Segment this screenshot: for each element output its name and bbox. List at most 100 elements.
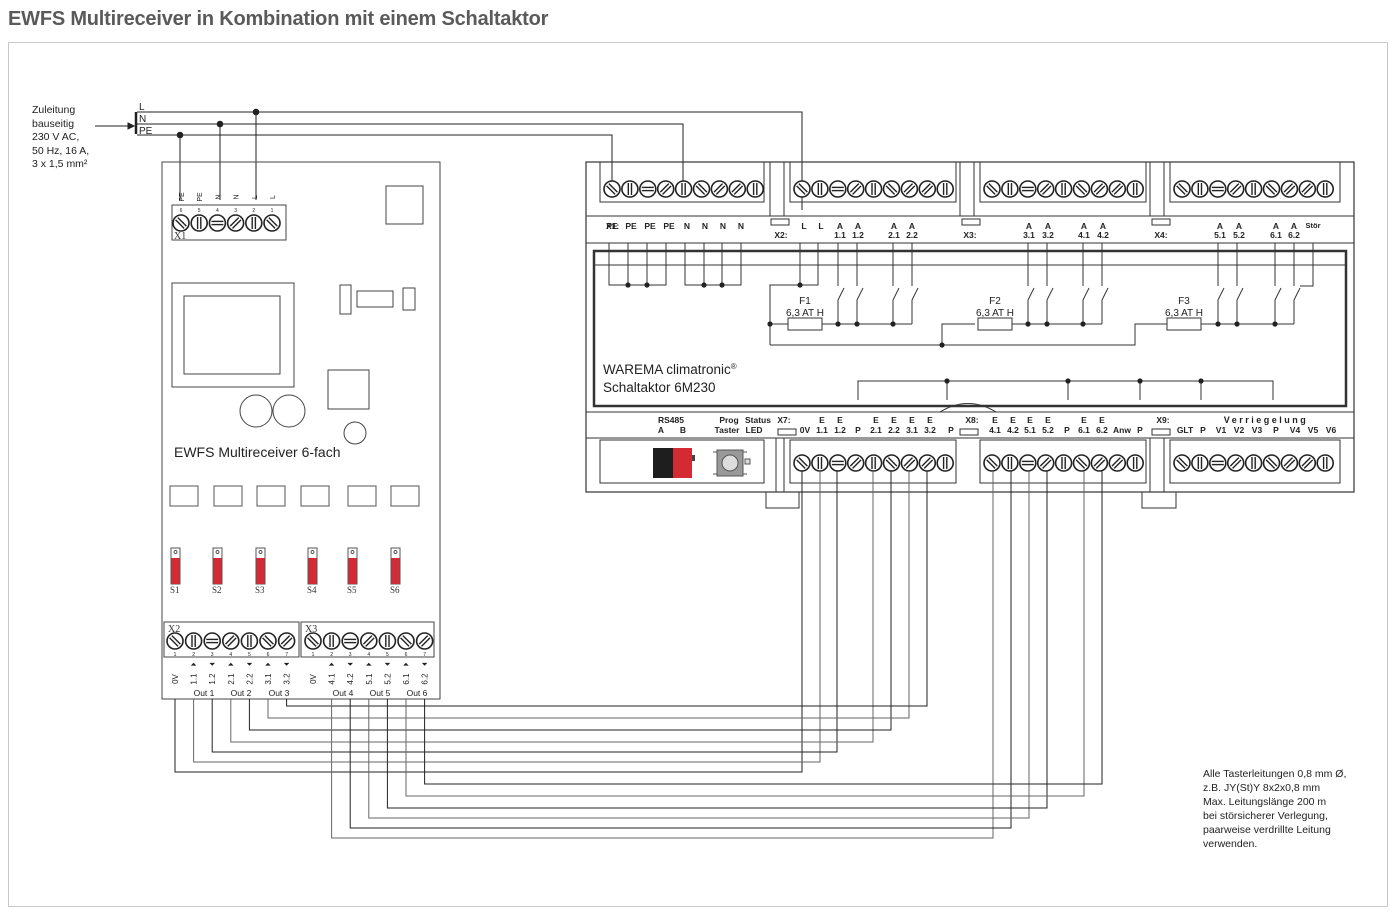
terminal-screw-icon [936,180,955,198]
actuator-top-terminals [603,180,1334,198]
pushbutton-wire [368,471,1030,819]
terminal-label: 0V [800,425,811,435]
terminal-label: 5.1 [1214,230,1226,240]
dip-switch-s5[interactable]: S5 [347,547,358,595]
output-label: Out 4 [333,688,354,698]
terminal-label: X9: [1156,415,1169,425]
terminal-number: 5 [248,652,251,658]
terminal-label: X4: [1154,230,1167,240]
up-arrow-icon: ⏶ [403,660,410,669]
terminal-screw-icon [166,632,184,650]
dip-switch-s1[interactable]: S1 [170,547,181,595]
receiver-x1-terminal-block [172,214,281,232]
terminal-screw-icon [692,180,711,198]
terminal-label: PE [663,221,675,231]
pushbutton-wire [349,471,1012,829]
receiver-output-terminals [166,632,434,650]
actuator-bottom-terminals [793,454,1334,472]
terminal-label: Taster [715,425,741,435]
actuator-name-line1: WAREMA climatronic® [603,362,737,377]
terminal-label: 0V [309,673,318,683]
terminal-number: 6 [267,652,270,658]
terminal-screw-icon [322,632,341,650]
switch-label: S5 [347,585,357,595]
terminal-screw-icon [341,632,360,650]
terminal-label: B [680,425,686,435]
terminal-label: 5.1 [1024,425,1036,435]
indicator-box [300,485,330,507]
terminal-screw-icon [1072,180,1091,198]
actuator-name-line2: Schaltaktor 6M230 [603,380,716,395]
terminal-number: 2 [192,652,195,658]
terminal-label: V1 [1216,425,1227,435]
fuse-f1-rating: 6,3 AT H [786,308,824,319]
terminal-label: 4.2 [346,673,355,685]
up-arrow-icon: ⏶ [190,660,197,669]
dip-switch-s4[interactable]: S4 [307,547,318,595]
terminal-screw-icon [259,632,277,650]
output-label: Out 3 [269,688,290,698]
terminal-screw-icon [1316,454,1334,472]
terminal-number: 1 [271,208,274,214]
terminal-screw-icon [1280,454,1299,472]
terminal-number: 7 [423,652,426,658]
terminal-label: 5.1 [365,673,374,685]
terminal-label: A [1026,221,1032,231]
terminal-label: 6.1 [402,673,411,685]
terminal-label: P [1137,425,1143,435]
terminal-label: E [837,415,843,425]
terminal-screw-icon [1090,180,1109,198]
pushbutton-wire [230,471,874,743]
terminal-screw-icon [793,180,811,198]
junction-dots [625,282,1278,384]
terminal-label: X1: [606,221,619,231]
dip-switch-s2[interactable]: S2 [212,547,223,595]
terminal-label: 4.1 [1078,230,1090,240]
terminal-label: L [252,195,259,199]
terminal-label: 2.1 [227,673,236,685]
down-arrow-icon: ⏷ [245,660,252,669]
prog-button[interactable] [713,449,751,477]
diagram-title: EWFS Multireceiver in Kombination mit ei… [8,8,549,30]
indicator-box [213,485,243,507]
terminal-label: P [1064,425,1070,435]
terminal-number: 6 [180,208,183,214]
terminal-screw-icon [793,454,811,472]
dip-switch-s6[interactable]: S6 [390,547,401,595]
pushbutton-wire [405,471,1085,797]
terminal-screw-icon [900,180,919,198]
terminal-label: 3.1 [906,425,918,435]
terminal-screw-icon [1090,454,1109,472]
terminal-label: P [855,425,861,435]
terminal-label: 3.2 [1042,230,1054,240]
terminal-screw-icon [1126,180,1144,198]
terminal-screw-icon [1262,180,1281,198]
terminal-label: 2.2 [245,673,254,685]
terminal-screw-icon [1244,180,1263,198]
terminal-screw-icon [846,454,865,472]
fuse-f3-rating: 6,3 AT H [1165,308,1203,319]
terminal-screw-icon [710,180,729,198]
up-arrow-icon: ⏶ [228,660,235,669]
terminal-label: Prog [719,415,738,425]
terminal-screw-icon [1191,454,1209,472]
supply-line: Zuleitung [32,104,76,116]
pushbutton-wire [193,471,821,763]
supply-line: 230 V AC, [32,131,80,143]
terminal-label: 1.1 [816,425,828,435]
receiver-name: EWFS Multireceiver 6-fach [174,444,340,460]
terminal-screw-icon [983,180,1001,198]
fuse-f3-name: F3 [1178,296,1190,307]
terminal-label: 3.1 [1023,230,1035,240]
terminal-label: A [1217,221,1223,231]
terminal-screw-icon [1019,454,1037,472]
terminal-label: N [702,221,708,231]
terminal-label: 3.1 [264,673,273,685]
terminal-label: GLT [1177,425,1194,435]
supply-bus [95,108,803,210]
terminal-label: LED [746,425,763,435]
receiver-output-labels: 10V2⏶1.13⏷1.24⏶2.15⏷2.26⏶3.17⏷3.210V2⏶4.… [171,652,430,698]
diagram-frame [8,42,1388,907]
dip-switch-s3[interactable]: S3 [255,547,266,595]
indicator-box [347,485,377,507]
